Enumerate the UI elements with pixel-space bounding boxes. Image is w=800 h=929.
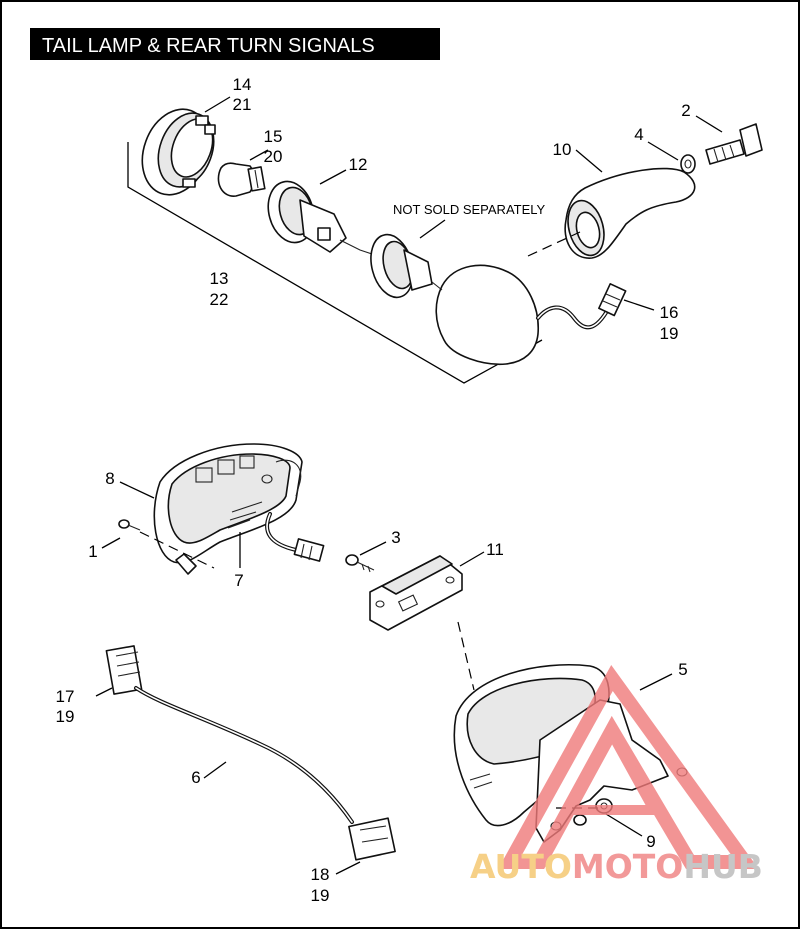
watermark: AUTOMOTOHUB: [470, 664, 763, 886]
washer-4: [647, 141, 696, 174]
lamp-base-5: [453, 664, 688, 843]
callout-6: 6: [191, 768, 200, 787]
turn-signal-housing: [431, 264, 655, 366]
callout-12: 12: [349, 155, 368, 174]
callout-13: 13: [210, 269, 229, 288]
callout-21: 21: [233, 95, 252, 114]
callouts: 14 21 15 20 12 13 22 2 4 10 16 19 8 1 7 …: [56, 75, 691, 905]
tail-lamp-8: [119, 443, 325, 575]
callout-14: 14: [233, 75, 252, 94]
callout-4: 4: [634, 125, 643, 144]
svg-text:AUTOMOTOHUB: AUTOMOTOHUB: [470, 847, 763, 886]
socket-12: [267, 169, 379, 257]
bracket-11: [369, 551, 485, 691]
callout-3: 3: [391, 528, 400, 547]
title-bar: TAIL LAMP & REAR TURN SIGNALS: [30, 28, 440, 60]
lens-cap-14-21: [141, 96, 231, 196]
callout-17: 17: [56, 687, 75, 706]
callout-19-mid: 19: [56, 707, 75, 726]
callout-5: 5: [678, 660, 687, 679]
callout-15: 15: [264, 127, 283, 146]
bolt-2: [695, 115, 763, 165]
callout-19-top: 19: [660, 324, 679, 343]
callout-16: 16: [660, 303, 679, 322]
screw-1: [101, 519, 215, 569]
mount-10: [527, 149, 696, 259]
callout-1: 1: [88, 542, 97, 561]
callout-2: 2: [681, 101, 690, 120]
callout-19-bottom: 19: [311, 886, 330, 905]
callout-20: 20: [264, 147, 283, 166]
callout-11: 11: [486, 540, 504, 559]
watermark-moto: MOTO: [572, 847, 683, 886]
screw-3: [345, 541, 387, 573]
watermark-auto: AUTO: [470, 847, 572, 886]
grommet: [370, 219, 446, 299]
callout-8: 8: [105, 469, 114, 488]
callout-9: 9: [646, 832, 655, 851]
watermark-hub: HUB: [683, 847, 763, 886]
callout-18: 18: [311, 865, 330, 884]
callout-10: 10: [553, 140, 572, 159]
callout-7: 7: [234, 571, 243, 590]
harness-6: [95, 645, 396, 875]
bulb-15-20: [217, 149, 269, 197]
diagram-title: TAIL LAMP & REAR TURN SIGNALS: [42, 35, 375, 57]
callout-22: 22: [210, 290, 229, 309]
not-sold-separately-note: NOT SOLD SEPARATELY: [393, 202, 546, 217]
